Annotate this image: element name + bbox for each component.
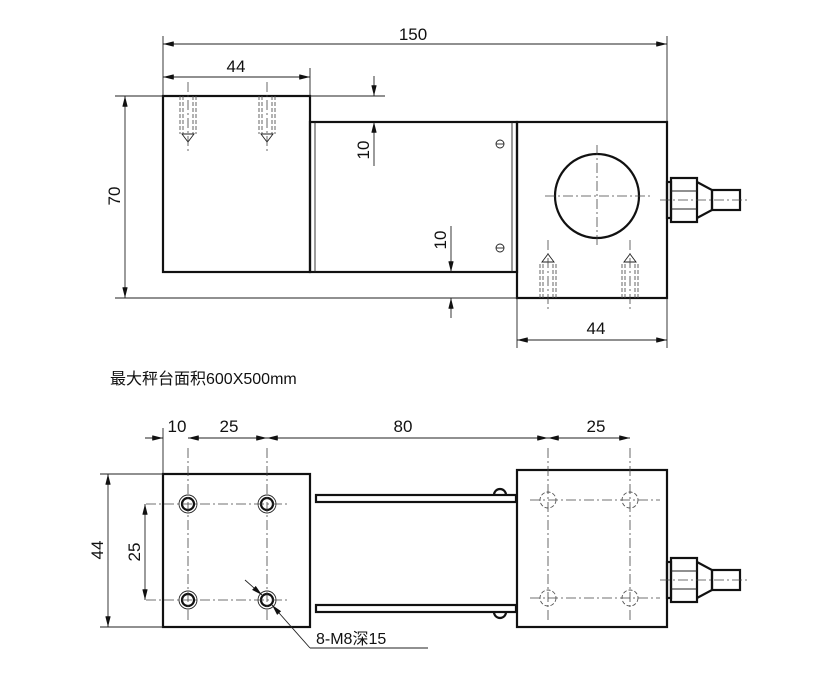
dim-44-top: 44	[227, 57, 246, 76]
cable-connector-icon	[660, 556, 748, 604]
screw-icon	[495, 139, 505, 149]
right-block	[515, 120, 669, 300]
right-block	[515, 468, 669, 629]
dim-10-upper: 10	[354, 141, 373, 160]
mounting-hole-icon	[178, 494, 277, 610]
screw-icon	[495, 243, 505, 253]
dim-70: 70	[105, 187, 124, 206]
left-block	[161, 94, 312, 274]
dim-44: 44	[88, 541, 107, 560]
dim-150: 150	[399, 25, 427, 44]
dim-25-left: 25	[220, 417, 239, 436]
threaded-hole-icon	[179, 82, 639, 310]
left-block	[161, 472, 312, 629]
dim-25-vertical: 25	[125, 543, 144, 562]
hidden-hole-icon	[539, 491, 639, 607]
upper-beam	[314, 493, 518, 504]
top-view: 150 44 70 10 10 44	[105, 25, 748, 348]
dim-25-right: 25	[587, 417, 606, 436]
dim-10: 10	[168, 417, 187, 436]
bottom-view: 10 25 80 25 44 25 8-M8深15	[88, 417, 748, 649]
lower-beam	[314, 603, 518, 614]
hole-callout: 8-M8深15	[316, 630, 386, 648]
cable-connector-icon	[660, 176, 748, 224]
beam	[308, 120, 519, 274]
dim-80: 80	[394, 417, 413, 436]
dim-10-lower: 10	[431, 231, 450, 250]
platform-size-note: 最大秤台面积600X500mm	[110, 370, 297, 388]
dim-44-bottom: 44	[587, 319, 606, 338]
